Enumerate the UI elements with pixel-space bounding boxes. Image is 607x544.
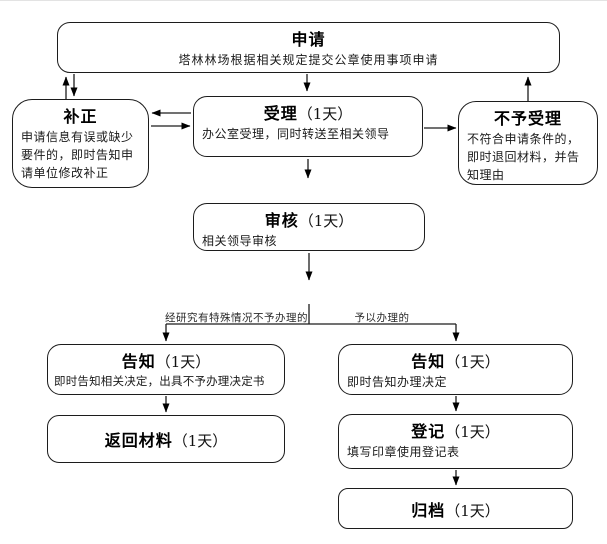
node-body: 申请信息有误或缺少要件的，即时告知申请单位修改补正 <box>21 130 134 180</box>
node-title-text: 申请 <box>291 30 326 49</box>
branch-label-no-handle: 经研究有特殊情况不予办理的 <box>165 312 308 324</box>
node-title-text: 登记 <box>411 422 446 441</box>
node-body: 相关领导审核 <box>202 234 278 248</box>
node-title: 告知（1天） <box>339 348 572 372</box>
node-title-text: 告知 <box>411 352 446 371</box>
node-body: 办公室受理，同时转送至相关领导 <box>202 127 390 141</box>
node-body: 即时告知相关决定，出具不予办理决定书 <box>54 374 265 388</box>
node-duration: （1天） <box>297 105 353 123</box>
node-body: 塔林林场根据相关规定提交公章使用事项申请 <box>178 53 439 67</box>
node-title: 受理（1天） <box>194 100 422 124</box>
node-duration: （1天） <box>445 423 500 441</box>
node-title: 审核（1天） <box>194 207 424 231</box>
node-title: 登记（1天） <box>339 418 572 442</box>
node-title: 不予受理 <box>459 105 597 129</box>
flow-node-review: 审核（1天） 相关领导审核 <box>193 203 425 251</box>
node-title: 补正 <box>13 103 148 127</box>
flow-node-register: 登记（1天） 填写印章使用登记表 <box>338 414 573 469</box>
node-body: 填写印章使用登记表 <box>347 445 460 459</box>
node-title: 归档（1天） <box>411 497 500 521</box>
node-title-text: 受理 <box>263 104 298 123</box>
node-title: 告知（1天） <box>48 348 284 372</box>
node-duration: （1天） <box>155 353 211 371</box>
node-duration: （1天） <box>172 432 228 450</box>
flow-node-correction: 补正 申请信息有误或缺少要件的，即时告知申请单位修改补正 <box>12 99 149 188</box>
branch-label-handle: 予以办理的 <box>354 312 410 324</box>
node-title-text: 归档 <box>411 500 446 520</box>
node-title-text: 不予受理 <box>493 109 562 128</box>
node-title-text: 补正 <box>63 107 98 126</box>
flow-node-reject: 不予受理 不符合申请条件的，即时退回材料，并告知理由 <box>458 101 598 185</box>
node-duration: （1天） <box>445 353 500 371</box>
flow-node-notify-left: 告知（1天） 即时告知相关决定，出具不予办理决定书 <box>47 344 285 395</box>
node-title: 返回材料（1天） <box>105 427 228 451</box>
node-title-text: 告知 <box>121 352 156 371</box>
node-title-text: 审核 <box>264 211 299 230</box>
flow-node-notify-right: 告知（1天） 即时告知办理决定 <box>338 344 573 395</box>
node-duration: （1天） <box>298 212 354 230</box>
node-duration: （1天） <box>445 501 500 520</box>
node-body: 不符合申请条件的，即时退回材料，并告知理由 <box>467 132 580 182</box>
flow-node-apply: 申请 塔林林场根据相关规定提交公章使用事项申请 <box>57 22 560 73</box>
node-title: 申请 <box>58 26 559 50</box>
node-title-text: 返回材料 <box>104 431 173 450</box>
flow-node-archive: 归档（1天） <box>338 488 573 529</box>
node-body: 即时告知办理决定 <box>347 375 448 389</box>
flow-node-accept: 受理（1天） 办公室受理，同时转送至相关领导 <box>193 96 423 157</box>
flow-node-return-materials: 返回材料（1天） <box>47 415 285 463</box>
